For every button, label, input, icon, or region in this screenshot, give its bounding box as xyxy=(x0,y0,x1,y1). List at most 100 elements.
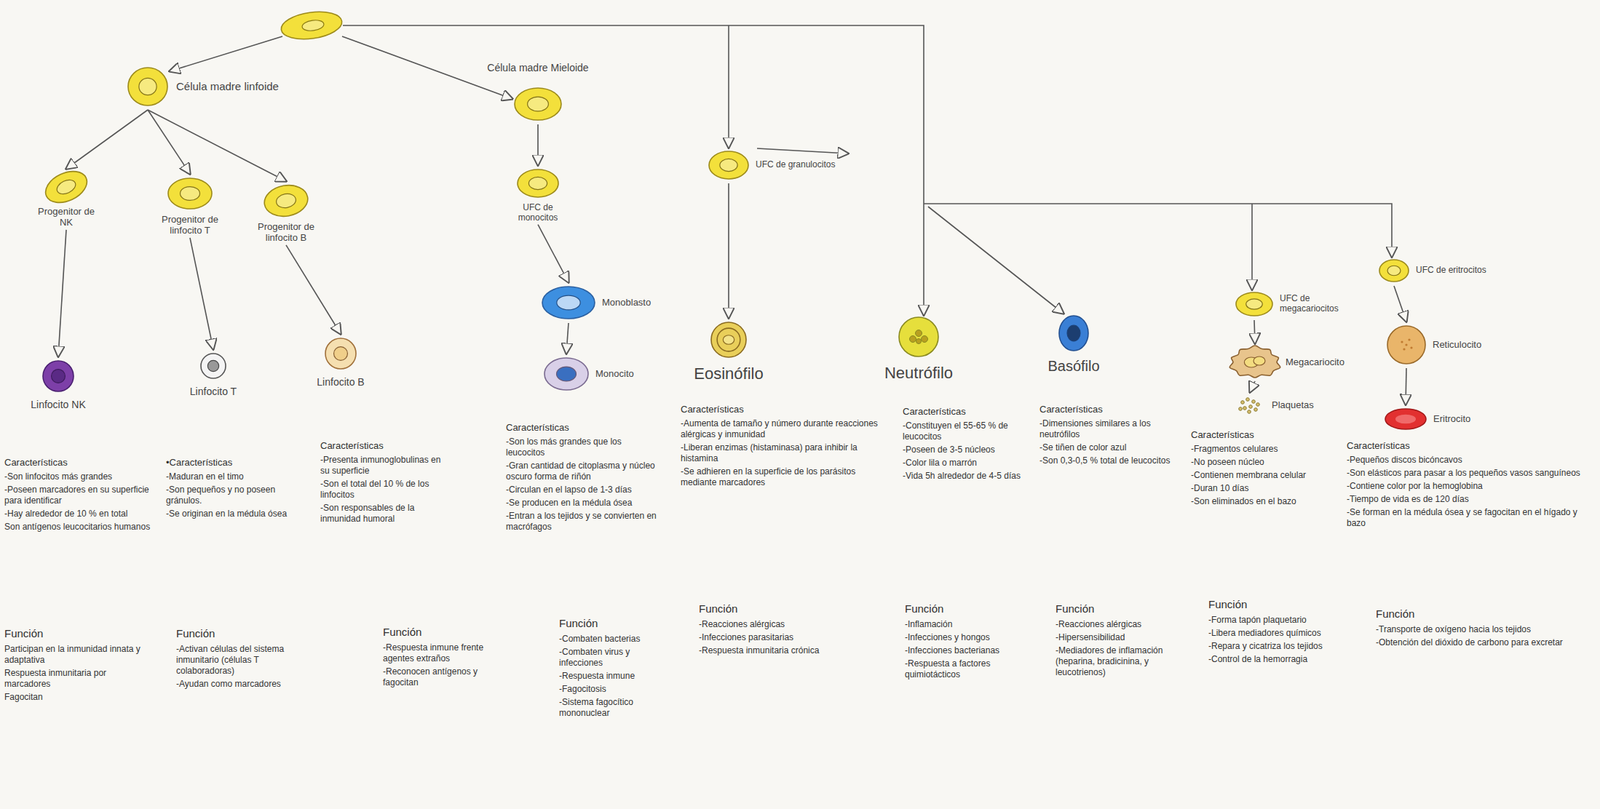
cell-node: UFC de megacariocitos xyxy=(1233,289,1357,319)
note-item: -Dimensiones similares a los neutrófilos xyxy=(1039,418,1178,441)
section-heading: Función xyxy=(904,602,1033,617)
cell-part xyxy=(325,338,356,370)
note-item: -Inflamación xyxy=(904,619,1033,631)
cell-drawing xyxy=(1233,289,1276,319)
cell-group xyxy=(40,165,92,209)
note-item: -Mediadores de inflamación (heparina, br… xyxy=(1055,645,1183,679)
cell-label: Progenitor de NK xyxy=(32,206,102,229)
cell-group xyxy=(168,178,212,209)
cell-part xyxy=(517,169,559,198)
cell-group xyxy=(262,181,311,220)
cell-label: Plaquetas xyxy=(1271,400,1314,412)
cell-node: Monoblasto xyxy=(539,283,651,322)
note-item: -Son linfocitos más grandes xyxy=(4,471,154,483)
note-item: -Color lila o marrón xyxy=(902,457,1031,469)
cell-part xyxy=(544,358,589,391)
cell-label: UFC de granulocitos xyxy=(755,160,835,171)
note-item: -Respuesta inmunitaria crónica xyxy=(698,645,889,657)
cell-part xyxy=(275,192,297,209)
cell-drawing xyxy=(1384,323,1429,367)
cell-node: Neutrófilo xyxy=(884,314,953,383)
note-item: -Se tiñen de color azul xyxy=(1039,442,1178,454)
cell-part xyxy=(168,178,212,209)
cell-part xyxy=(334,347,348,362)
note-item: -Duran 10 días xyxy=(1190,483,1333,495)
cell-part xyxy=(1067,325,1081,342)
cell-part xyxy=(1387,265,1401,276)
note-item: -Hipersensibilidad xyxy=(1055,632,1183,644)
note-item: -Fagocitosis xyxy=(559,684,676,696)
section-heading: Características xyxy=(1190,429,1333,442)
lineage-arrow xyxy=(1251,203,1253,290)
cell-part xyxy=(556,366,577,382)
cell-part xyxy=(40,165,92,209)
cell-part xyxy=(1246,299,1263,310)
note-item: -Son los más grandes que los leucocitos xyxy=(505,436,663,459)
cell-part xyxy=(1247,410,1252,415)
cell-part xyxy=(1249,405,1253,410)
note-item: -Tiempo de vida es de 120 días xyxy=(1346,494,1595,506)
cell-group xyxy=(514,88,562,121)
cell-drawing xyxy=(539,283,598,322)
cell-group xyxy=(898,317,939,357)
cell-part xyxy=(514,88,562,121)
note-item: -Respuesta inmune xyxy=(559,671,676,683)
lineage-arrow xyxy=(923,203,1392,257)
cell-node: Basófilo xyxy=(1047,313,1100,375)
note-item: Participan en la inmunidad innata y adap… xyxy=(4,644,154,667)
cell-drawing xyxy=(322,335,359,372)
lineage-connector xyxy=(1254,320,1255,344)
cell-node: Progenitor de linfocito B xyxy=(249,182,323,244)
note-item: Respuesta inmunitaria por marcadores xyxy=(4,668,154,691)
cell-part xyxy=(921,336,929,343)
cell-group xyxy=(1387,326,1426,364)
section-heading: •Características xyxy=(165,457,301,469)
cell-part xyxy=(709,151,749,180)
cell-part xyxy=(42,361,74,392)
note-item: -Son responsables de la inmunidad humora… xyxy=(320,503,445,525)
section-heading: Función xyxy=(1375,607,1595,622)
lineage-arrow xyxy=(342,36,513,99)
cell-part xyxy=(1395,414,1416,425)
section-heading: Características xyxy=(680,404,892,416)
cell-part xyxy=(1238,407,1243,412)
note-item: -Aumenta de tamaño y número durante reac… xyxy=(680,418,892,441)
cell-drawing xyxy=(511,85,565,124)
lineage-connector xyxy=(727,183,730,319)
cell-drawing xyxy=(261,182,311,220)
note-item: -Contienen membrana celular xyxy=(1190,470,1333,482)
lineage-connector xyxy=(147,109,190,174)
cell-part xyxy=(139,77,157,95)
cell-label: UFC de monocitos xyxy=(508,203,568,224)
cell-part xyxy=(1229,345,1281,378)
section-heading: Función xyxy=(559,617,676,632)
cell-label: Progenitor de linfocito B xyxy=(249,222,323,244)
cell-group xyxy=(128,67,168,106)
cell-group xyxy=(517,169,559,198)
cell-node: Progenitor de NK xyxy=(32,170,102,229)
lineage-connector xyxy=(1405,368,1407,405)
lineage-connector xyxy=(566,323,569,354)
cell-part xyxy=(916,339,922,345)
lineage-connector xyxy=(66,109,148,169)
note-item: -Entran a los tejidos y se convierten en… xyxy=(505,511,663,533)
lineage-arrow xyxy=(727,25,730,148)
note-item: -Son pequeños y no poseen gránulos. xyxy=(165,484,301,507)
note-item: -Se forman en la médula ósea y se fagoci… xyxy=(1346,507,1595,530)
cell-part xyxy=(54,177,78,198)
lineage-connector xyxy=(189,238,214,350)
note-item: -Se originan en la médula ósea xyxy=(165,508,301,520)
cell-label: Linfocito NK xyxy=(30,398,86,411)
cell-node: Célula madre linfoide xyxy=(125,64,279,109)
cell-label: UFC de eritrocitos xyxy=(1415,265,1487,276)
note-item: -Son elásticos para pasar a los pequeños… xyxy=(1346,468,1595,479)
cell-node: Reticulocito xyxy=(1384,323,1482,367)
cell-group xyxy=(200,353,226,379)
cell-node: UFC de eritrocitos xyxy=(1376,256,1487,285)
cell-part xyxy=(200,353,226,379)
cell-group xyxy=(325,338,356,370)
cell-group xyxy=(709,151,749,180)
cell-label: Linfocito T xyxy=(189,385,237,398)
cell-label: Célula madre Mieloide xyxy=(486,61,589,74)
